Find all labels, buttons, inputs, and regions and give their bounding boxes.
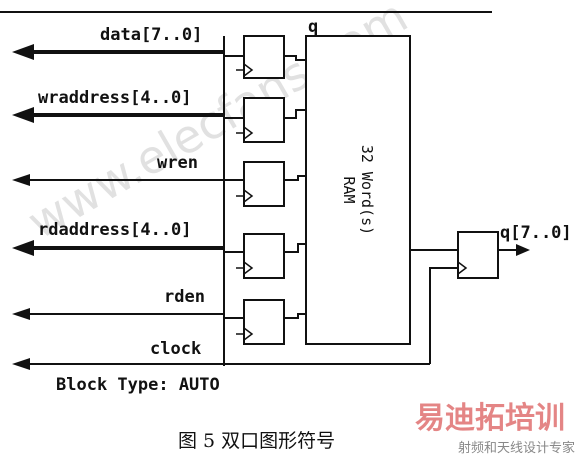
label-rdaddress: rdaddress[4..0] (38, 220, 192, 240)
label-q-internal: q (308, 17, 318, 37)
label-q-output: q[7..0] (500, 223, 572, 243)
label-clock: clock (150, 339, 201, 359)
register-wraddress (224, 97, 285, 143)
wren-arrow (12, 174, 224, 186)
input-registers (224, 35, 285, 345)
label-wren: wren (157, 153, 198, 173)
brand-subtitle: 射频和天线设计专家 (458, 440, 575, 456)
register-rden (224, 299, 285, 345)
register-to-ram-wires (284, 55, 306, 319)
ram-label-words: 32 Word(s) (358, 145, 376, 235)
ram-label-type: RAM (340, 176, 358, 203)
register-data (224, 35, 285, 79)
ram-label: 32 Word(s) RAM (340, 145, 376, 235)
label-rden: rden (164, 287, 205, 307)
signal-arrows (12, 44, 430, 370)
clock-arrow (12, 358, 430, 370)
figure-caption: 图 5 双口图形符号 (178, 430, 335, 452)
block-type-label: Block Type: AUTO (56, 375, 220, 395)
register-rdaddress (224, 233, 285, 279)
ram-block (305, 35, 411, 345)
output-register (410, 231, 530, 364)
wraddress-arrow (12, 107, 224, 123)
rdaddress-arrow (12, 240, 224, 256)
register-wren (224, 161, 285, 207)
label-wraddress: wraddress[4..0] (38, 88, 192, 108)
brand-title: 易迪拓培训 (415, 401, 565, 436)
brand-logo: 易迪拓培训 射频和天线设计专家 (415, 401, 575, 456)
label-data: data[7..0] (100, 25, 202, 45)
rden-arrow (12, 308, 224, 320)
data-arrow (12, 44, 224, 60)
